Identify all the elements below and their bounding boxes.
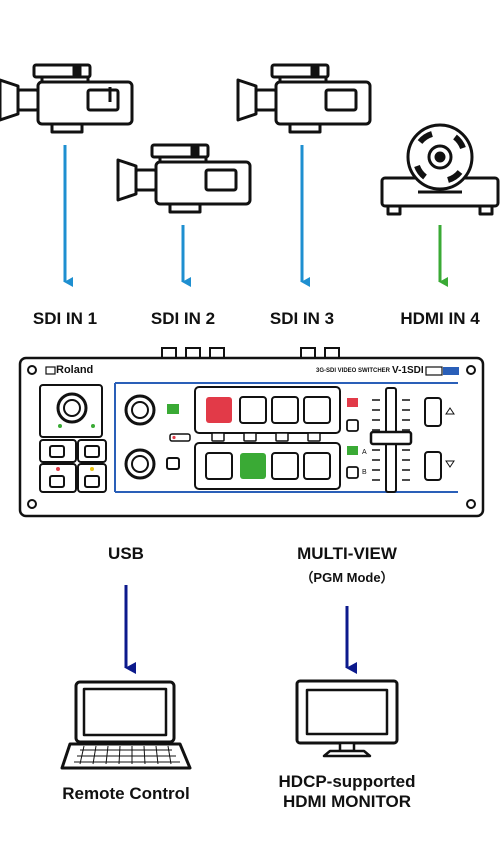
label-usb: USB [108, 544, 144, 563]
label-hdmi-in-4: HDMI IN 4 [400, 309, 480, 328]
label-multiview: MULTI-VIEW [297, 544, 397, 563]
svg-text:B: B [362, 469, 367, 476]
svg-text:A: A [362, 449, 367, 456]
label-sdi-in-1: SDI IN 1 [32, 309, 98, 328]
device-brand: Roland [56, 364, 94, 376]
device-model: V-1SDI [392, 365, 424, 376]
label-monitor-line-2: HDMI MONITOR [282, 792, 412, 811]
label-monitor-line-1: HDCP-supported [278, 772, 416, 791]
camera-3-icon [236, 63, 372, 134]
device-model-caption: 3G-SDI VIDEO SWITCHER [316, 368, 391, 374]
monitor-icon [295, 679, 399, 758]
camera-2-icon [116, 143, 252, 214]
laptop-icon [60, 680, 192, 770]
label-sdi-in-2: SDI IN 2 [150, 309, 216, 328]
v1sdi-switcher: A B [18, 347, 485, 518]
camera-1-icon [0, 63, 134, 134]
label-remote-control: Remote Control [62, 784, 190, 803]
label-sdi-in-3: SDI IN 3 [269, 309, 335, 328]
label-multiview-mode: （PGM Mode） [300, 570, 394, 585]
disc-player-icon [380, 123, 500, 216]
